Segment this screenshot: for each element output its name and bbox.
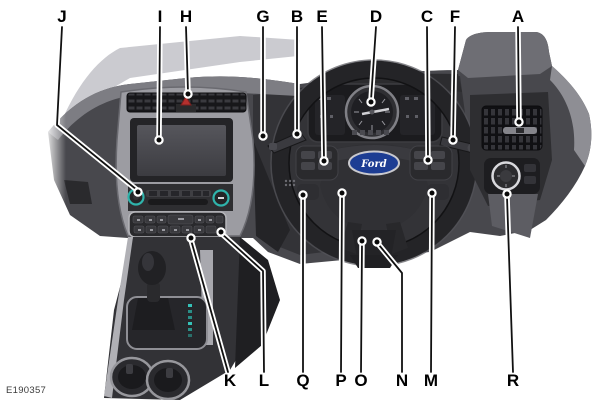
cupholders: [109, 356, 191, 400]
callout-letter-E: E: [316, 7, 327, 26]
callout-letter-L: L: [259, 371, 269, 390]
left-lower-recess: [64, 180, 92, 204]
callout-dot-C: [423, 155, 433, 165]
callout-line-core-K: [190, 239, 229, 373]
callout-dot-O: [357, 236, 367, 246]
hazard-warning-icon: [180, 95, 192, 106]
callout-letter-H: H: [180, 7, 192, 26]
callout-dot-K: [186, 233, 196, 243]
gear-shifter: [132, 251, 175, 330]
shift-indicator: [188, 304, 192, 337]
callout-dot-L: [216, 227, 226, 237]
callout-letter-C: C: [421, 7, 433, 26]
right-dash-panel: [470, 92, 552, 238]
callout-dot-N: [372, 237, 382, 247]
right-kick-panel: [488, 194, 538, 238]
callout-dot-B: [292, 129, 302, 139]
callout-line-core-L: [221, 233, 265, 373]
callout-line-core-J: [56, 26, 138, 191]
callout-dot-Q: [298, 190, 308, 200]
windshield-area: [62, 36, 300, 128]
callout-letter-P: P: [335, 371, 346, 390]
callout-dot-H: [183, 89, 193, 99]
horn-speaker-dots: [284, 179, 296, 187]
callout-letter-I: I: [158, 7, 163, 26]
callout-letter-G: G: [256, 7, 269, 26]
cluster-gear-display: [352, 130, 389, 135]
callout-dot-F: [448, 135, 458, 145]
audio-control-panel: [127, 184, 233, 211]
callout-dot-P: [337, 188, 347, 198]
callout-dot-R: [502, 189, 512, 199]
callout-line-core-E: [321, 26, 325, 160]
ford-logo: Ford: [348, 150, 400, 176]
cd-slot: [148, 199, 208, 205]
callout-letter-K: K: [224, 371, 237, 390]
speedometer-dial: [344, 84, 400, 140]
callout-letter-R: R: [507, 371, 519, 390]
lighting-control-panel: [484, 158, 540, 194]
center-stack: [115, 86, 255, 238]
callout-letter-D: D: [370, 7, 382, 26]
callout-dot-J: [133, 187, 143, 197]
callout-line-core-M: [430, 194, 433, 373]
callout-line-core-D: [370, 26, 377, 101]
figure-code: E190357: [6, 385, 47, 396]
callout-dot-E: [319, 156, 329, 166]
callout-line-core-C: [426, 26, 429, 159]
touchscreen: [137, 125, 226, 176]
callout-letter-A: A: [512, 7, 524, 26]
callout-letter-N: N: [396, 371, 408, 390]
callout-dot-I: [154, 135, 164, 145]
callout-line-core-N: [378, 244, 403, 373]
airbag-hub: [320, 144, 428, 232]
callout-line-core-I: [158, 26, 161, 139]
left-spoke-controls: [295, 145, 339, 181]
callout-letter-F: F: [450, 7, 460, 26]
callout-line-core-O: [360, 242, 363, 373]
callout-dot-A: [514, 117, 524, 127]
callout-letter-M: M: [424, 371, 438, 390]
callout-dot-M: [427, 188, 437, 198]
callout-line-core-R: [506, 196, 514, 373]
callout-line-core-F: [452, 26, 456, 139]
callout-letter-B: B: [291, 7, 303, 26]
ford-logo-text: Ford: [360, 159, 386, 170]
callout-line-core-P: [340, 194, 343, 373]
hazard-flasher-button: [176, 104, 196, 112]
callout-line-core-H: [185, 26, 189, 93]
callout-letter-J: J: [57, 7, 66, 26]
callout-letter-Q: Q: [296, 371, 309, 390]
center-console: [104, 237, 280, 400]
callout-dot-G: [258, 131, 268, 141]
callout-line-core-A: [517, 26, 520, 121]
left-fade: [44, 100, 66, 245]
callout-letter-O: O: [354, 371, 367, 390]
callout-dot-D: [366, 97, 376, 107]
climate-control-panel: [128, 211, 227, 238]
